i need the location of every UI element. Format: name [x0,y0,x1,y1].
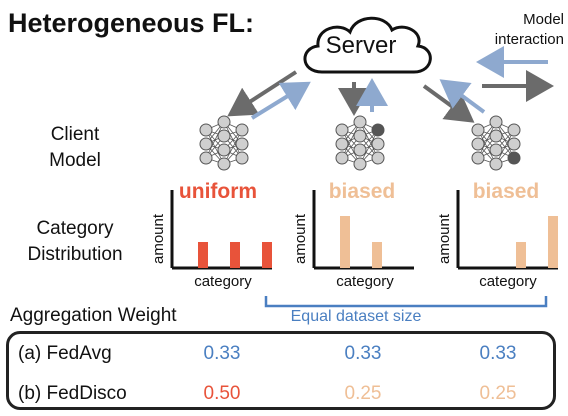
down-arrow-client-3 [422,84,475,123]
y-axis-label-1: amount [150,213,167,264]
neuron-node [489,129,503,143]
neuron-node [199,137,213,151]
diagram-title: Heterogeneous FL: [8,8,255,38]
neuron-node [217,157,231,171]
neuron-node [471,123,485,137]
weight-fedavg-client-2: 0.33 [344,343,382,364]
legend-line-1: Model [523,11,564,28]
distribution-chart-2 [312,190,414,270]
client-model-2-icon [335,115,385,171]
distribution-bar [340,216,350,268]
neuron-node [217,129,231,143]
down-arrow-client-1 [227,70,298,117]
neuron-node [217,115,231,129]
method-fedavg-label: (a) FedAvg [18,343,112,364]
y-axis-label-2: amount [292,213,309,264]
distribution-bar [262,242,272,268]
neuron-node [471,137,485,151]
server-cloud-icon [303,16,432,74]
distribution-bar [516,242,526,268]
neuron-node [199,123,213,137]
neuron-node [335,151,349,165]
legend-text: Model interaction [440,10,564,50]
neuron-node [235,151,249,165]
neuron-node [489,157,503,171]
aggregation-weight-title: Aggregation Weight [10,305,177,326]
category-distribution-label-line-2: Distribution [27,244,123,265]
equal-dataset-bracket [264,296,548,308]
neuron-node [489,115,503,129]
weight-fedavg-client-3: 0.33 [479,343,517,364]
distribution-bar [230,242,240,268]
client-model-1-icon [199,115,249,171]
dist-title-3: biased [472,180,540,203]
neuron-node [353,157,367,171]
weight-feddisco-client-1: 0.50 [203,383,241,404]
legend-line-2: interaction [494,31,564,48]
neuron-node [353,129,367,143]
neuron-node [489,143,503,157]
neuron-node [217,143,231,157]
weight-fedavg-client-1: 0.33 [203,343,241,364]
category-distribution-label: Category Distribution [20,216,130,268]
up-arrow-client-3 [439,79,486,114]
y-axis-label-3: amount [436,213,453,264]
neuron-node [335,137,349,151]
neuron-node [353,143,367,157]
category-distribution-label-line-1: Category [36,218,114,239]
server-label: Server [325,32,397,59]
neuron-node [371,123,385,137]
neuron-node [235,137,249,151]
x-axis-label-1: category [194,273,252,290]
distribution-bar [548,216,558,268]
weight-feddisco-client-2: 0.25 [344,383,382,404]
neuron-node [335,123,349,137]
neuron-node [353,115,367,129]
client-model-label: Client Model [20,122,130,174]
neuron-node [471,151,485,165]
neuron-node [507,137,521,151]
dist-title-1: uniform [178,180,258,203]
client-model-3-icon [471,115,521,171]
distribution-chart-1 [170,190,272,270]
method-feddisco-label: (b) FedDisco [18,383,127,404]
distribution-bar [198,242,208,268]
neuron-node [371,137,385,151]
distribution-chart-3 [456,190,558,270]
neuron-node [199,151,213,165]
neuron-node [235,123,249,137]
client-model-label-line-1: Client [50,124,100,145]
equal-dataset-size-label: Equal dataset size [290,308,422,325]
neuron-node [507,123,521,137]
distribution-bar [372,242,382,268]
client-model-label-line-2: Model [49,150,101,171]
up-arrow-client-1 [250,81,311,120]
weight-feddisco-client-3: 0.25 [479,383,517,404]
dist-title-2: biased [328,180,396,203]
x-axis-label-3: category [479,273,537,290]
aggregation-weight-table [6,331,556,410]
x-axis-label-2: category [336,273,394,290]
neuron-node [507,151,521,165]
neuron-node [371,151,385,165]
